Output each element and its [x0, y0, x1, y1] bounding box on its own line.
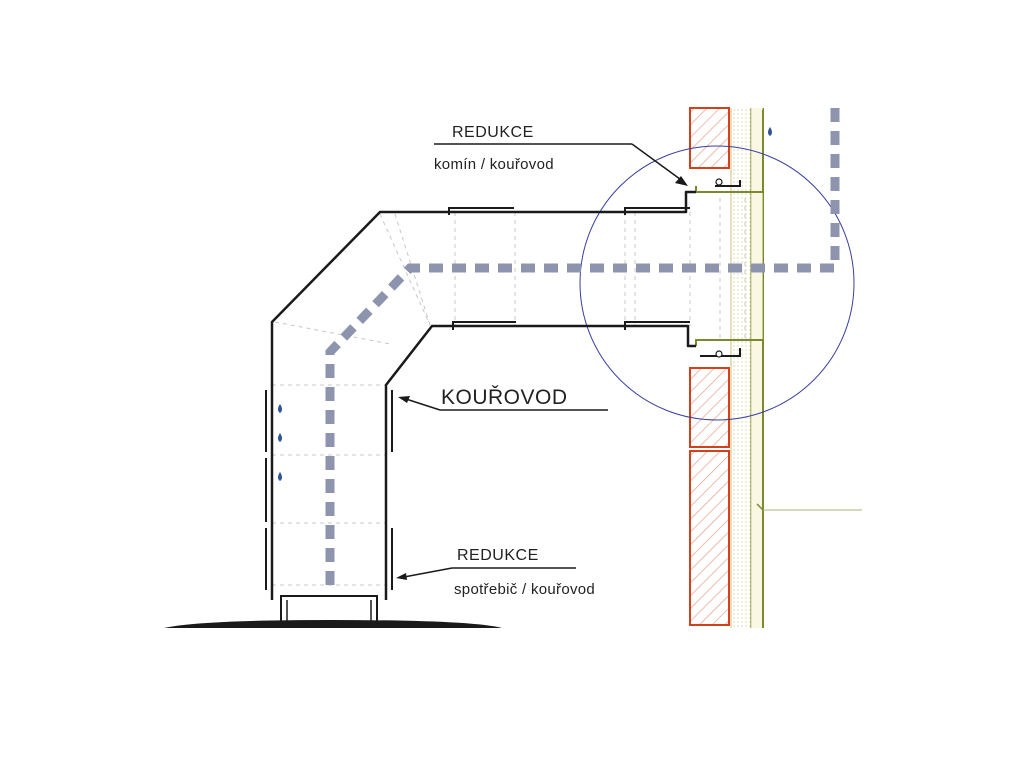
- leader-top: [631, 143, 685, 183]
- leaders: [403, 143, 685, 578]
- condensate-drop-icon: [768, 127, 772, 136]
- brick-lower-2: [689, 450, 730, 626]
- lower-collar: [695, 339, 764, 628]
- chimney-wall: [689, 107, 862, 628]
- condensate-drop-icon: [278, 404, 282, 413]
- flue-gas-flow-path: [325, 108, 840, 585]
- brick-lower-1: [689, 367, 730, 448]
- guide-tick: [756, 503, 764, 511]
- upper-collar-lip: [715, 180, 741, 187]
- upper-seal-ring: [715, 178, 723, 186]
- insulation-strip: [731, 108, 751, 628]
- arrow-icon: [398, 396, 410, 403]
- lower-seal-ring: [715, 350, 723, 358]
- appliance-outlet: [164, 595, 502, 628]
- lower-collar-lip: [700, 348, 741, 357]
- reducer-top-title: REDUKCE: [452, 124, 534, 141]
- arrowheads: [396, 176, 688, 580]
- liner-fill: [751, 108, 763, 628]
- arrow-icon: [675, 176, 688, 186]
- flue-pipe-label: KOUŘOVOD: [441, 386, 568, 409]
- detail-circle: [579, 145, 855, 421]
- reducer-top-subtitle: komín / kouřovod: [434, 156, 554, 173]
- reducer-bottom-title: REDUKCE: [457, 547, 539, 564]
- leader-bottom: [403, 567, 453, 578]
- arrow-icon: [396, 573, 407, 580]
- condensate-drop-icon: [278, 433, 282, 442]
- condensate-drop-icon: [278, 472, 282, 481]
- brick-upper: [689, 107, 730, 169]
- flue-pipe: [270, 190, 696, 600]
- pipe-joints: [265, 207, 690, 590]
- pipe-condensate: [278, 404, 282, 481]
- leader-mid: [405, 398, 441, 411]
- appliance-top: [164, 620, 502, 628]
- reducer-bottom-subtitle: spotřebič / kouřovod: [454, 581, 595, 598]
- upper-collar: [695, 110, 764, 193]
